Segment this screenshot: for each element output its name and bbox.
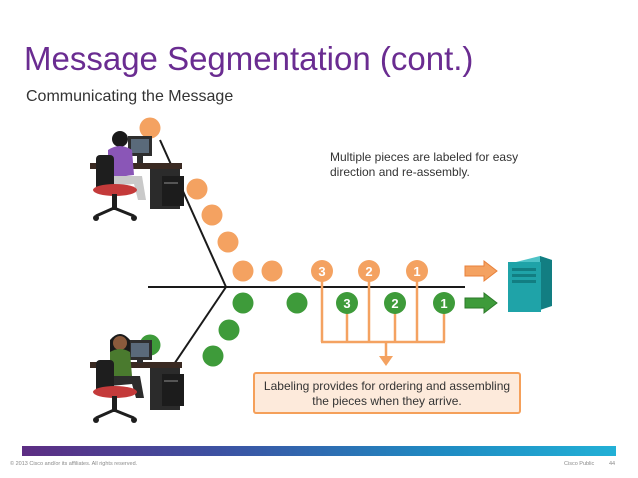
orange-segment-label-2: 2 [365,264,372,279]
orange-segment-dot [261,260,283,282]
connector-arrow-icon [379,356,393,366]
slide-subtitle: Communicating the Message [26,88,234,105]
computer-tower [162,176,184,206]
green-segment-label-1: 1 [440,296,447,311]
orange-segment-1 [406,260,428,282]
monitor-screen [131,139,149,153]
orange-segment-dot [232,260,254,282]
slide-title: Message Segmentation (cont.) [24,40,474,77]
sender-workstation-bottom [90,334,184,423]
tower-slot [164,380,178,382]
person-torso [110,349,132,378]
chair-base [95,408,135,420]
green-segment-dot [202,345,224,367]
monitor-stand [137,156,143,163]
orange-segment-dot [217,231,239,253]
label-connectors [320,278,446,358]
server-side-face [540,256,552,310]
desk-top [90,163,182,169]
green-segment-2 [384,292,406,314]
green-segment-dot [286,292,308,314]
monitor-stand [137,357,143,363]
chair-seat [93,184,137,196]
orange-segment-dot [139,117,161,139]
green-segment-1 [433,292,455,314]
chair-wheel [131,215,137,221]
chair-wheel [93,215,99,221]
chair-back [96,360,114,394]
monitor-screen [131,343,149,357]
footer-gradient-bar [22,446,616,456]
green-labeled-segments: 3 2 1 [336,292,455,314]
desk-top [90,362,182,368]
chair-base [95,206,135,218]
person-head [113,336,127,350]
server-icon [508,256,552,312]
chair-post [112,396,117,412]
person-head [112,131,128,147]
person-torso [108,146,134,178]
orange-segment-2 [358,260,380,282]
labeling-note: Multiple pieces are labeled for easy dir… [330,150,519,179]
person-legs [110,176,146,200]
orange-segment-3 [311,260,333,282]
green-segments-path [139,292,308,367]
orange-segment-dot [201,204,223,226]
computer-tower [162,374,184,406]
green-segment-3 [336,292,358,314]
green-segment-label-2: 2 [391,296,398,311]
server-slot [512,268,536,271]
chair-wheel [93,417,99,423]
copyright-text: © 2013 Cisco and/or its affiliates. All … [10,461,138,467]
server-slot [512,280,536,283]
chair-seat [93,386,137,398]
chair-back [96,155,114,191]
orange-segments-path [139,117,283,282]
green-segment-dot [218,319,240,341]
server-slot [512,274,536,277]
tower-slot [164,182,178,184]
arrows [464,259,498,315]
chair-post [112,194,117,210]
green-segment-dot [232,292,254,314]
orange-segment-label-3: 3 [318,264,325,279]
page-number: 44 [609,461,616,467]
classification-label: Cisco Public [564,461,595,467]
orange-segment-label-1: 1 [413,264,420,279]
sender-workstation-top [90,131,184,221]
chair-wheel [131,417,137,423]
reassembly-callout: Labeling provides for ordering and assem… [253,372,521,414]
green-segment-label-3: 3 [343,296,350,311]
orange-arrow-icon [464,259,498,283]
orange-labeled-segments: 3 2 1 [311,260,428,282]
orange-segment-dot [186,178,208,200]
green-arrow-icon [464,291,498,315]
